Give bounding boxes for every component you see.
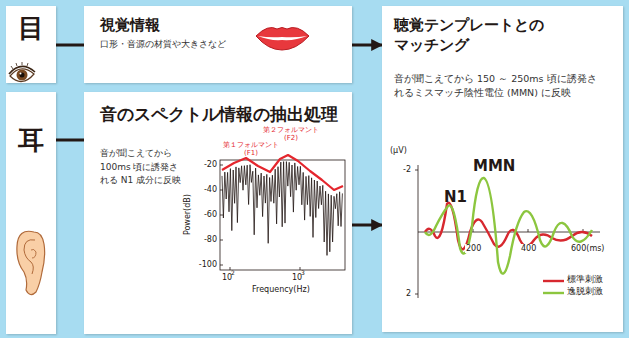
box-heading: 耳 [6,126,56,155]
box-body: 口形・音源の材質や大きさなど [100,38,260,52]
box-heading: 音のスペクトル情報の抽出処理 [100,103,342,125]
box-body: 音が聞こえてから 150 ～ 250ms 頃に誘発されるミスマッチ陰性電位 (M… [394,72,599,101]
matching-box: 聴覚テンプレートとのマッチング音が聞こえてから 150 ～ 250ms 頃に誘発… [382,6,623,332]
link-line [56,139,84,142]
box-heading: 目 [6,14,56,43]
flow-arrow [352,44,382,47]
sense-box: 目 [6,6,56,83]
box-body: 音が聞こえてから 100ms 頃に誘発される N1 成分に反映 [100,147,184,188]
box-heading: 聴覚テンプレートとのマッチング [394,15,549,56]
sense-box: 耳 [6,92,56,334]
legend-line [543,280,564,282]
legend-line [543,292,564,294]
link-line [56,44,84,47]
process-box: 視覚情報口形・音源の材質や大きさなど [84,6,352,83]
box-heading: 視覚情報 [100,15,342,35]
flow-arrow [352,224,382,227]
process-box: 音のスペクトル情報の抽出処理音が聞こえてから 100ms 頃に誘発される N1 … [84,92,352,334]
